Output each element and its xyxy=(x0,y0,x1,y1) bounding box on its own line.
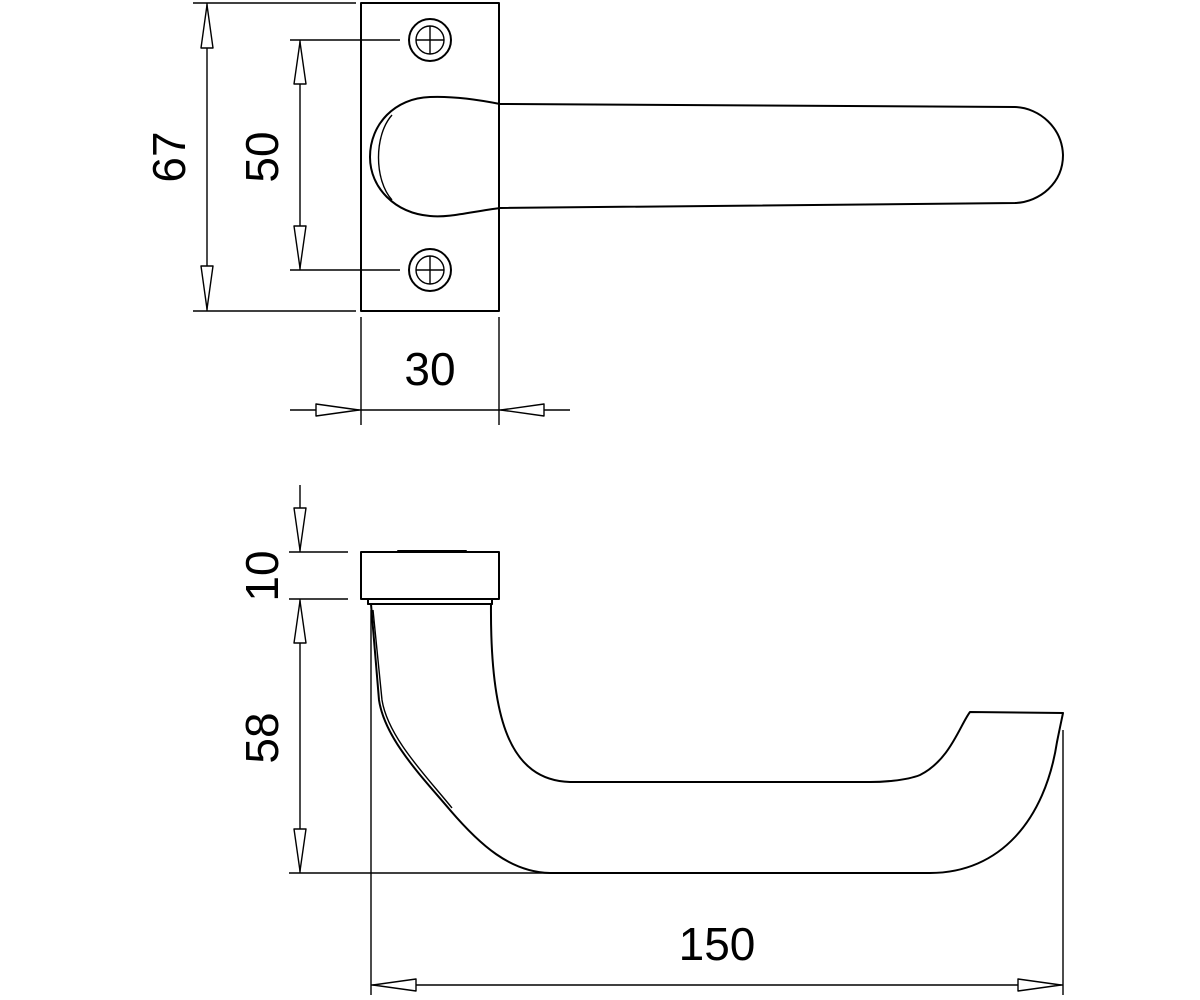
screw-hole-bottom xyxy=(408,248,452,292)
label-10: 10 xyxy=(236,550,288,601)
front-view: 67 50 30 xyxy=(143,2,1064,425)
label-58: 58 xyxy=(236,712,288,763)
dim-screw-spacing: 50 xyxy=(236,39,400,271)
dim-rose-height: 10 xyxy=(236,485,348,873)
label-50: 50 xyxy=(236,131,288,182)
dim-lever-length: 150 xyxy=(370,610,1064,995)
rose xyxy=(360,551,500,600)
dim-plate-height: 67 xyxy=(143,2,356,312)
label-30: 30 xyxy=(404,343,455,395)
side-view: 10 58 150 xyxy=(236,485,1064,995)
label-67: 67 xyxy=(143,131,195,182)
label-150: 150 xyxy=(679,918,756,970)
screw-hole-top xyxy=(408,18,452,62)
dim-lever-drop: 58 xyxy=(236,712,550,874)
lever-handle-front xyxy=(369,95,1064,218)
lever-body-side xyxy=(370,603,1064,874)
dim-plate-width: 30 xyxy=(290,317,570,425)
back-plate xyxy=(360,2,500,312)
